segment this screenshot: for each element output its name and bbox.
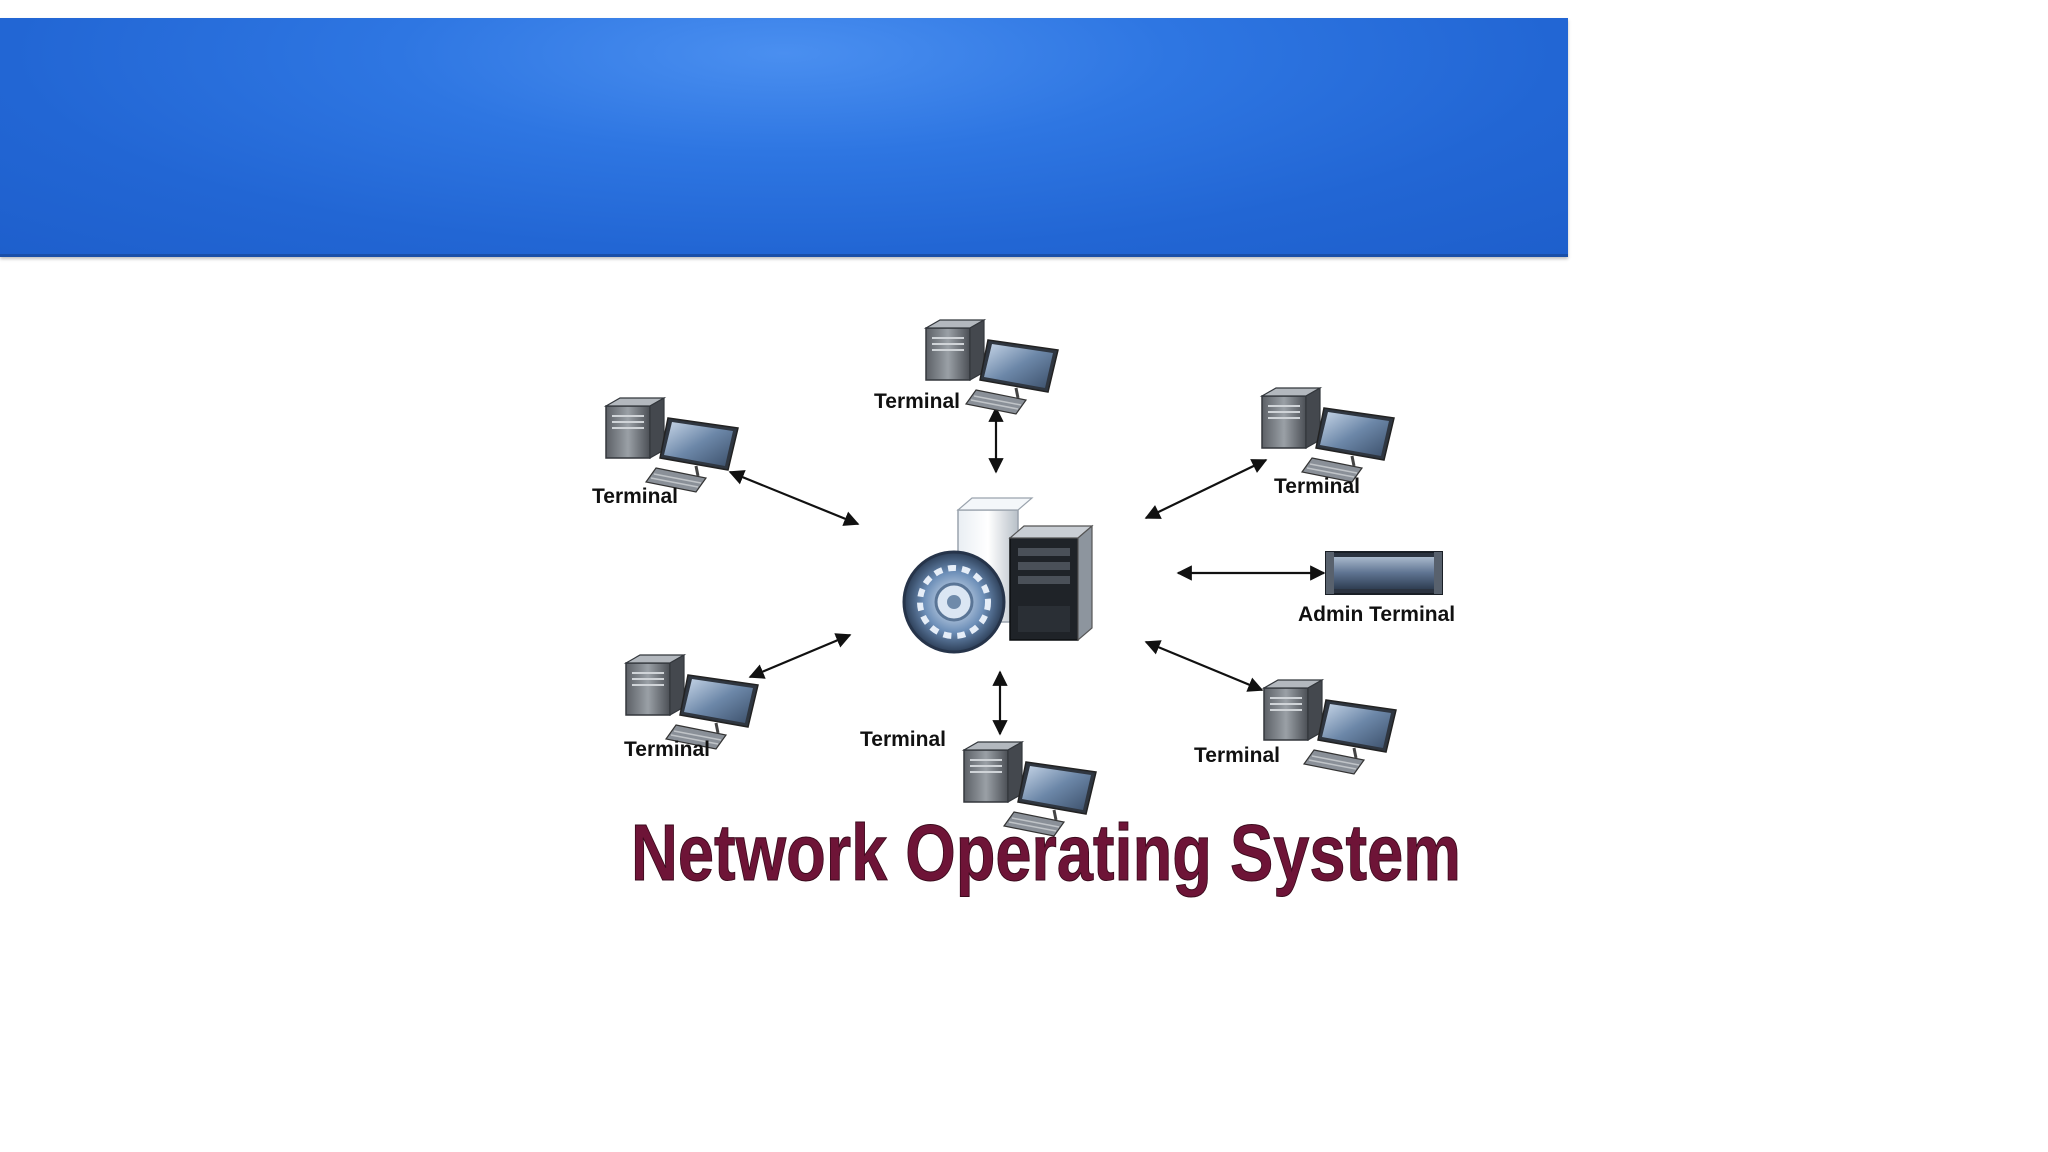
terminal-node-bottom-left: Terminal	[624, 653, 760, 761]
desktop-computer-icon	[624, 653, 760, 751]
terminal-node-top-right: Terminal	[1260, 386, 1396, 498]
terminal-label: Terminal	[860, 728, 946, 751]
terminal-node-top: Terminal	[874, 318, 1060, 416]
connections	[728, 406, 1326, 736]
terminal-label: Terminal	[874, 390, 960, 413]
monitor-icon	[1325, 551, 1443, 595]
connection-arrow-bottom-right	[1144, 640, 1264, 692]
server-with-gear-icon	[902, 497, 1094, 654]
terminal-node-bottom-right: Terminal	[1194, 678, 1398, 776]
diagram-title: Network Operating System	[631, 808, 1461, 897]
admin-terminal-node: Admin Terminal	[1298, 551, 1455, 626]
desktop-computer-icon	[604, 396, 740, 494]
title-banner	[0, 18, 1568, 257]
terminal-node-bottom: Terminal	[860, 728, 1098, 838]
terminal-label: Terminal	[1194, 744, 1280, 767]
connection-arrow-bottom-left	[748, 633, 852, 679]
terminal-label: Terminal	[624, 738, 710, 761]
connection-arrow-top-left	[728, 470, 860, 526]
terminal-label: Terminal	[592, 485, 678, 508]
connection-arrow-top-right	[1144, 459, 1268, 519]
desktop-computer-icon	[1262, 678, 1398, 776]
admin-terminal-label: Admin Terminal	[1298, 603, 1455, 626]
terminal-label: Terminal	[1274, 475, 1360, 498]
desktop-computer-icon	[1260, 386, 1396, 484]
terminal-node-top-left: Terminal	[592, 396, 740, 508]
